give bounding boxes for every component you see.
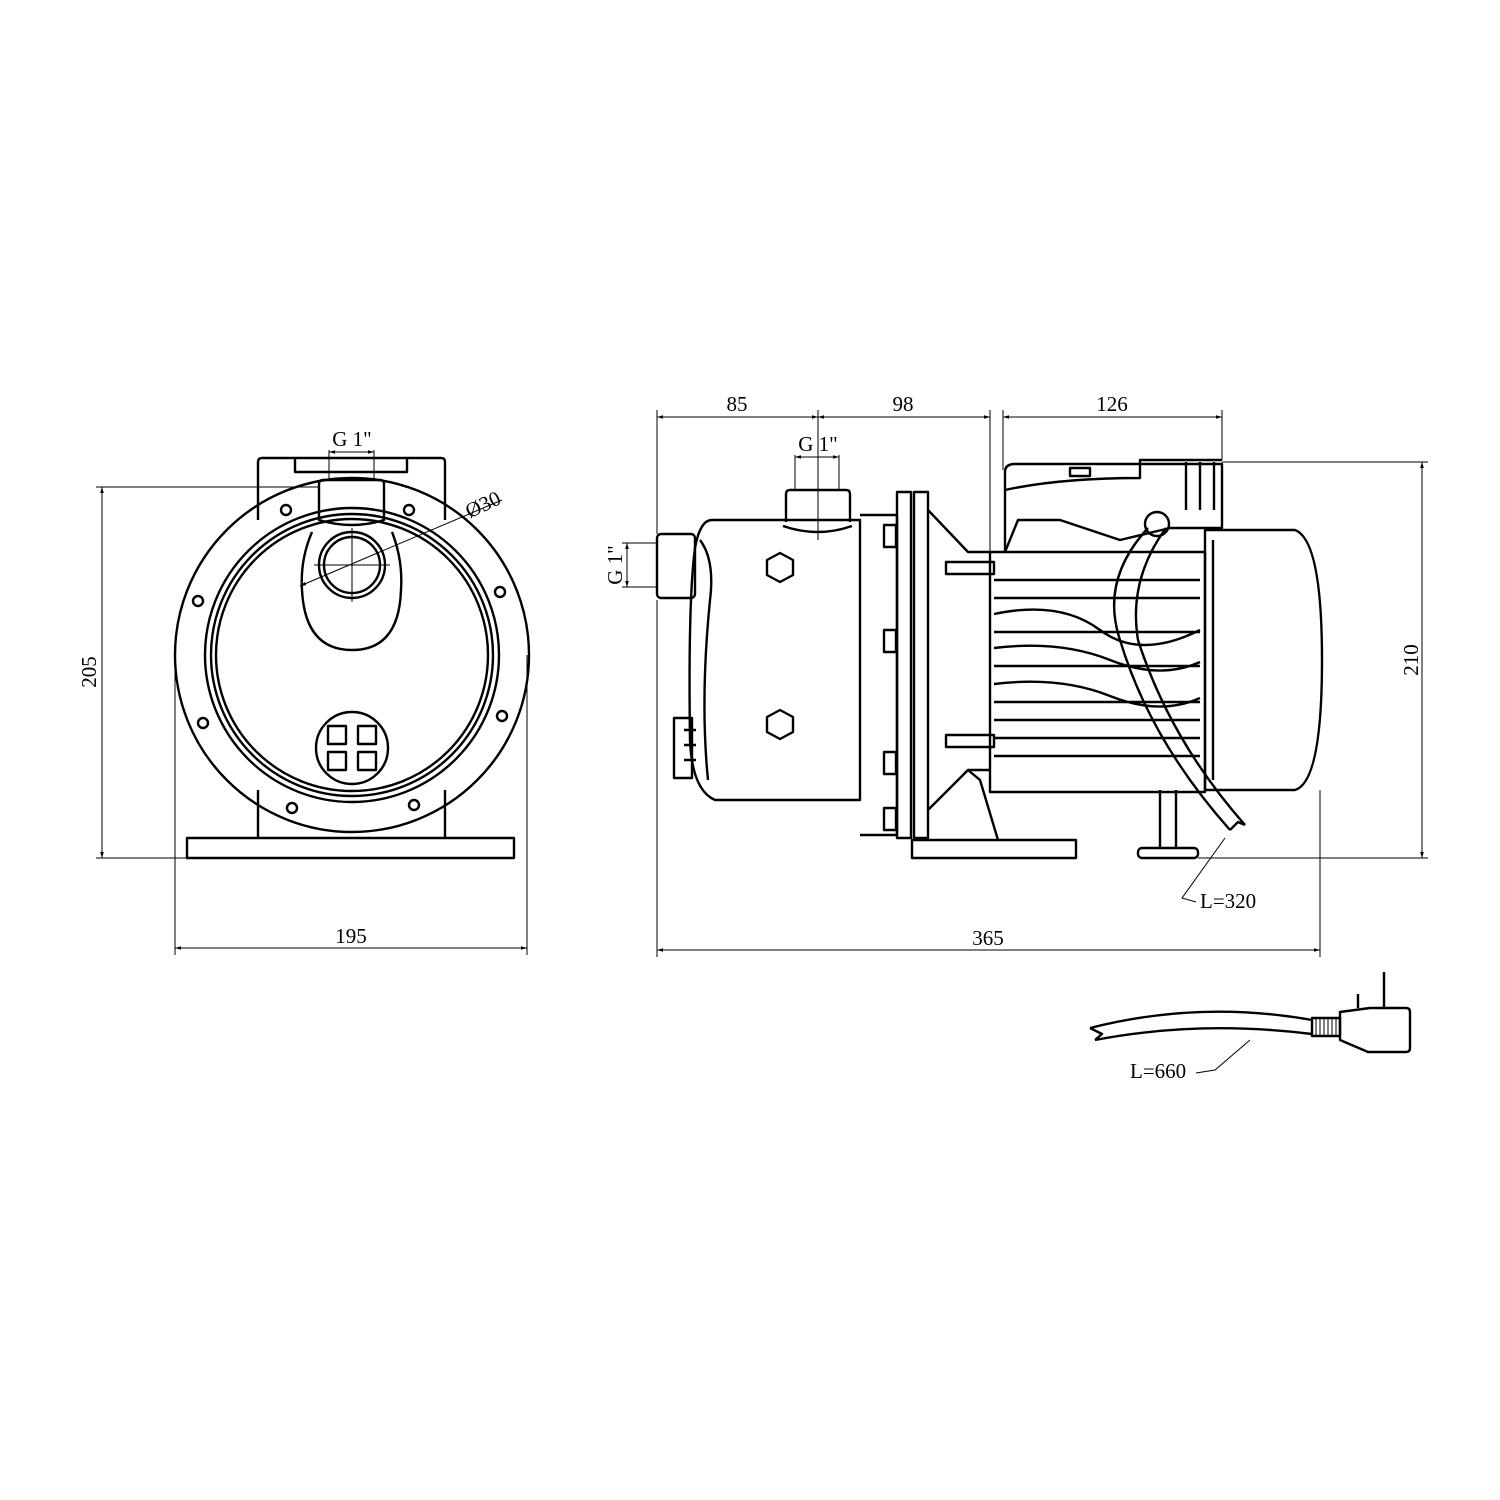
front-height-label: 205 [77, 656, 101, 688]
dim-126-label: 126 [1096, 392, 1128, 416]
power-cord: L=660 [1089, 972, 1412, 1083]
drain-plug [314, 710, 390, 786]
side-inlet-thread-label: G 1" [603, 545, 627, 585]
side-height-label: 210 [1399, 644, 1423, 676]
pump-housing [688, 518, 862, 802]
hex-plug-icon [765, 551, 795, 584]
cable-length-label: L=320 [1200, 889, 1256, 913]
side-view: 85 98 126 G 1" G 1" 210 365 L=320 [603, 392, 1428, 957]
plug-icon [1338, 1006, 1412, 1054]
inlet-diameter-label: Ø30 [462, 486, 505, 523]
bolt-holes [191, 503, 509, 815]
terminal-box [1003, 462, 1224, 553]
side-outlet-thread-label: G 1" [798, 432, 838, 456]
front-width-label: 195 [335, 924, 367, 948]
power-cable [1113, 527, 1246, 831]
front-view: G 1" Ø30 205 195 [77, 427, 531, 955]
fan-cover [1203, 528, 1324, 792]
dim-98-label: 98 [893, 392, 914, 416]
cooling-fins [993, 578, 1201, 758]
flange [895, 490, 913, 840]
front-outlet-thread-label: G 1" [332, 427, 372, 451]
dim-85-label: 85 [727, 392, 748, 416]
inlet-port [655, 532, 697, 600]
hex-plug-icon [765, 708, 795, 741]
cord-length-label: L=660 [1130, 1059, 1186, 1083]
outlet-port [317, 478, 386, 527]
base-foot [910, 838, 1078, 860]
inlet-housing [300, 531, 403, 652]
side-length-label: 365 [972, 926, 1004, 950]
